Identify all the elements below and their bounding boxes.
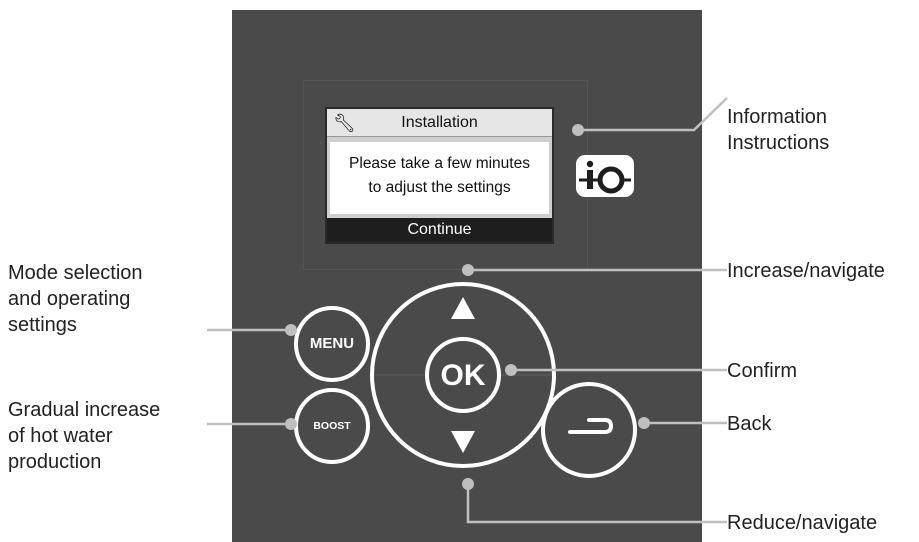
callout-mode-line-2: and operating [8,288,131,310]
lcd-message-line-2: to adjust the settings [368,179,511,196]
callout-information: Information Instructions [727,104,829,156]
callout-gradual-increase: Gradual increase of hot water production [8,397,160,475]
ok-button-label: OK [441,359,486,392]
wrench-icon: 🔧︎ [333,113,356,133]
callout-information-line-1: Information [727,106,828,128]
menu-button[interactable]: MENU [294,306,370,382]
callout-reduce: Reduce/navigate [727,512,878,534]
callout-mode-line-3: settings [8,314,77,336]
callout-confirm: Confirm [727,360,798,382]
io-logo [576,155,634,197]
callout-gradual-line-2: of hot water [8,425,113,447]
lcd-display: 🔧︎ Installation Please take a few minute… [325,107,554,244]
callout-back: Back [727,413,772,435]
callout-mode-selection: Mode selection and operating settings [8,260,143,338]
lcd-title: Installation [401,114,478,131]
lcd-message-line-1: Please take a few minutes [349,155,530,172]
up-arrow-icon[interactable] [451,297,475,319]
callout-gradual-line-3: production [8,451,102,473]
back-button[interactable] [541,382,637,478]
continue-option[interactable]: Continue [327,218,552,242]
return-arrow-icon [568,418,614,434]
callout-increase: Increase/navigate [727,260,885,282]
callout-gradual-line-1: Gradual increase [8,399,161,421]
lcd-message: Please take a few minutes to adjust the … [330,142,549,214]
callout-mode-line-1: Mode selection [8,262,143,284]
ok-button[interactable] [425,337,501,413]
callout-information-line-2: Instructions [727,132,830,154]
down-arrow-icon[interactable] [451,431,475,453]
navigation-pad[interactable]: OK [368,280,558,470]
lcd-title-bar: 🔧︎ Installation [327,109,552,137]
